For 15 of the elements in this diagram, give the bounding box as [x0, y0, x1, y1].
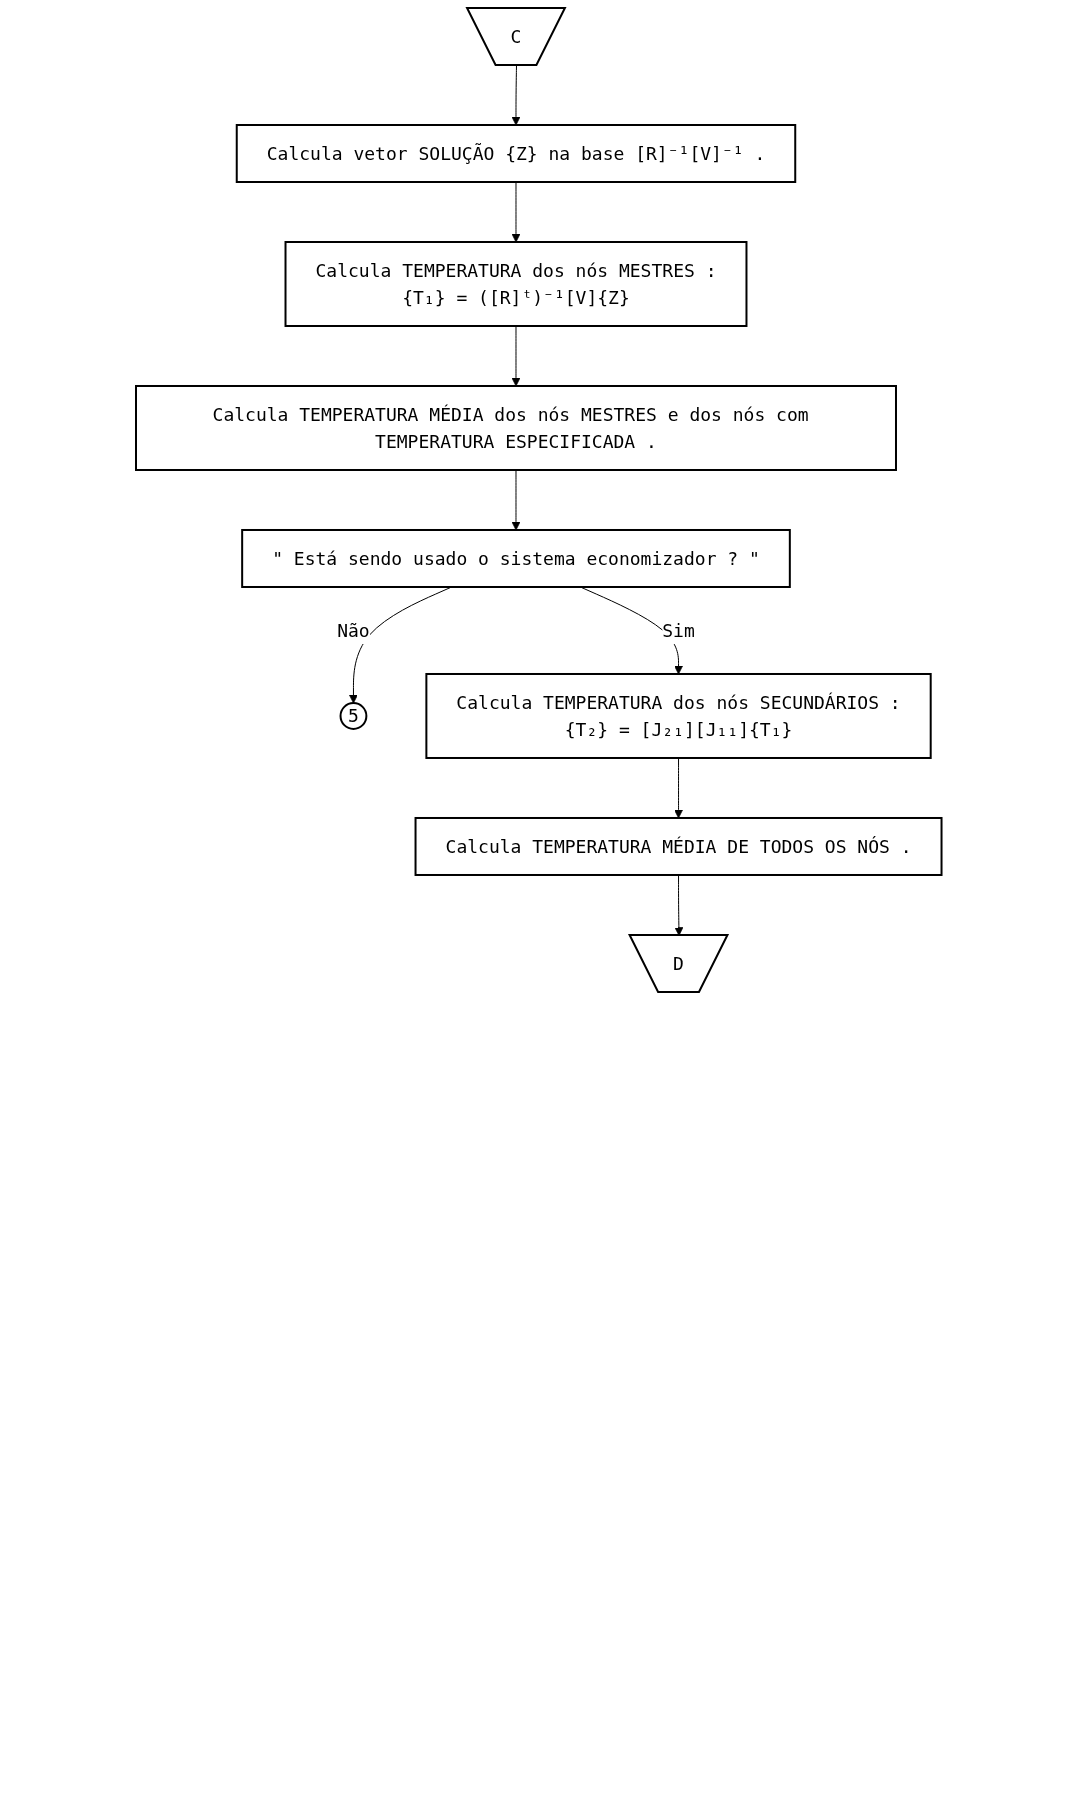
arrow [511, 65, 521, 126]
node-box: Calcula TEMPERATURA MÉDIA dos nós MESTRES e dos nós com TEMPERATURA ESPECIFICADA . [134, 385, 897, 471]
node-circle: 5 [339, 702, 368, 730]
arrow [511, 181, 521, 243]
arrow [511, 325, 521, 387]
arrow [511, 469, 521, 531]
arrow [673, 757, 683, 819]
edge-label: Não [336, 619, 370, 641]
arrow [348, 586, 452, 704]
node-box: Calcula TEMPERATURA dos nós MESTRES : {T₁} = ([R]ᵗ)⁻¹[V]{Z} [284, 241, 748, 327]
node-box: Calcula TEMPERATURA MÉDIA DE TODOS OS NÓS . [414, 817, 943, 876]
edge-label: Sim [662, 619, 695, 641]
node-box: " Está sendo usado o sistema economizador ? " [240, 529, 791, 588]
node-box: Calcula vetor SOLUÇÃO {Z} na base [R]⁻¹[V]⁻¹ . [235, 124, 796, 183]
node-box: Calcula TEMPERATURA dos nós SECUNDÁRIOS : {T₂} = [J₂₁][J₁₁]{T₁} [425, 673, 932, 759]
